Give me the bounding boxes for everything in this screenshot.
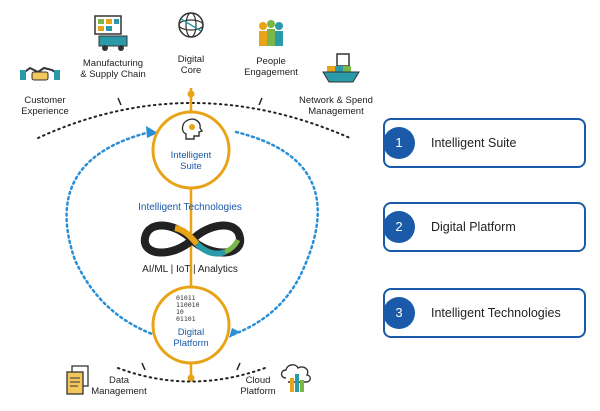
blue-dotted-ring-right [230,130,319,337]
arc-tick [117,97,122,106]
arc-tick [258,97,263,106]
card-label: Intelligent Technologies [431,306,561,320]
card-number-badge: 1 [383,127,415,159]
card-label: Intelligent Suite [431,136,517,150]
card-label: Digital Platform [431,220,516,234]
people-group-icon [259,20,283,46]
arc-tick [236,362,241,371]
binary-code-icon: 01011 110010 10 01101 [176,294,200,323]
infinity-loop-icon [140,221,245,257]
factory-icon [94,15,128,51]
blue-dotted-ring-left [65,130,157,337]
card-number-badge: 2 [383,211,415,243]
cloud-chart-icon [280,364,311,392]
intelligent-technologies-title: Intelligent Technologies [138,202,242,213]
digital-core-sphere-icon [178,12,204,38]
data-documents-icon [66,365,89,395]
handshake-icon [20,66,60,81]
card-digital-platform: 2 Digital Platform [383,202,586,252]
card-intelligent-suite: 1 Intelligent Suite [383,118,586,168]
ring-arrow-right [229,328,240,338]
label-manufacturing-supply-chain: Manufacturing& Supply Chain [80,58,146,80]
head-lightbulb-icon [181,118,204,140]
arc-tick [141,362,146,371]
ring-arrow-left [146,126,158,138]
gold-dot-top [187,90,195,98]
intelligent-suite-ring [151,110,231,190]
card-intelligent-technologies: 3 Intelligent Technologies [383,288,586,338]
card-number-badge: 3 [383,297,415,329]
bottom-dotted-arc [117,367,266,383]
intelligent-technologies-subtitle: AI/ML | IoT | Analytics [142,264,238,275]
gold-dot-bottom [187,374,195,382]
cargo-ship-icon [322,53,360,83]
